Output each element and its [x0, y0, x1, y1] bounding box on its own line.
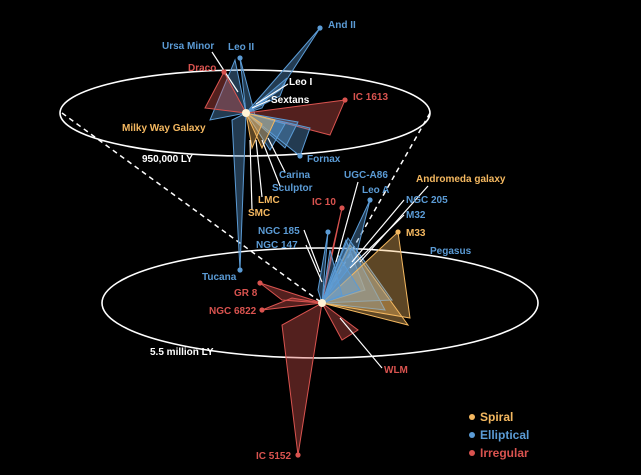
label-milky-way-galaxy: Milky Way Galaxy — [122, 123, 206, 134]
label-carina: Carina — [279, 170, 311, 181]
legend-dot-irregular — [469, 450, 475, 456]
label-ic-1613: IC 1613 — [353, 92, 388, 103]
sector-lmc — [245, 112, 276, 150]
andromeda-radius-label: 5.5 million LY — [150, 347, 214, 358]
label-ic-5152: IC 5152 — [256, 451, 291, 462]
sector-wlm — [321, 302, 359, 341]
label-lmc: LMC — [258, 195, 280, 206]
sector-ursa-minor — [209, 58, 247, 121]
label-m32: M32 — [406, 210, 426, 221]
label-leo-i: Leo I — [289, 77, 313, 88]
label-m33: M33 — [406, 228, 426, 239]
sector-sculptor — [244, 112, 286, 151]
sector-tucana — [231, 112, 247, 271]
legend-dot-elliptical — [469, 432, 475, 438]
legend-label-elliptical: Elliptical — [480, 428, 529, 442]
andromeda-center — [318, 299, 326, 307]
sector-ic-1613 — [245, 99, 346, 136]
label-smc: SMC — [248, 208, 270, 219]
sector-ic-10 — [321, 207, 343, 304]
leader-ngc-147 — [305, 244, 323, 283]
label-wlm: WLM — [384, 365, 408, 376]
dot-and-ii — [317, 25, 323, 31]
leader-carina — [267, 137, 286, 173]
label-andromeda-galaxy: Andromeda galaxy — [416, 174, 506, 185]
dot-fornax — [297, 153, 303, 159]
sector-and-ii — [245, 27, 321, 114]
label-ngc-205: NGC 205 — [406, 195, 448, 206]
label-pegasus: Pegasus — [430, 246, 472, 257]
dot-m33 — [395, 229, 401, 235]
sector-ugc-a86 — [321, 238, 366, 304]
legend-dot-spiral — [469, 414, 475, 420]
milky-way-radius-label: 950,000 LY — [142, 154, 193, 165]
label-ngc-6822: NGC 6822 — [209, 306, 257, 317]
sector-smc — [245, 111, 263, 150]
sector-pegasus — [321, 253, 361, 304]
dot-layer — [221, 25, 401, 458]
leader-sextans — [251, 99, 271, 109]
sector-ngc-185 — [317, 231, 329, 304]
label-and-ii: And II — [328, 20, 356, 31]
dot-ic-10 — [339, 205, 345, 211]
label-ngc-185: NGC 185 — [258, 226, 300, 237]
label-ugc-a86: UGC-A86 — [344, 170, 388, 181]
leader-sculptor — [261, 139, 281, 187]
leader-m32 — [349, 214, 405, 269]
legend-label-irregular: Irregular — [480, 446, 529, 460]
label-leo-a: Leo A — [362, 185, 389, 196]
sector-m33 — [320, 230, 411, 319]
label-tucana: Tucana — [202, 272, 237, 283]
sector-ngc-6822 — [261, 297, 323, 311]
dot-tucana — [237, 267, 243, 273]
label-ursa-minor: Ursa Minor — [162, 41, 214, 52]
andromeda-labels: UGC-A86 Andromeda galaxy Leo A IC 10 NGC… — [209, 170, 506, 462]
label-draco: Draco — [188, 63, 216, 74]
legend-label-spiral: Spiral — [480, 410, 513, 424]
leader-smc — [249, 139, 253, 211]
label-fornax: Fornax — [307, 154, 341, 165]
leader-layer — [211, 51, 429, 369]
label-gr-8: GR 8 — [234, 288, 258, 299]
dot-ngc-6822 — [259, 307, 265, 313]
label-sculptor: Sculptor — [272, 183, 313, 194]
sector-ngc-147 — [321, 249, 343, 304]
connector-line-right — [321, 112, 431, 304]
legend: Spiral Elliptical Irregular — [469, 410, 529, 460]
leader-ugc-a86 — [335, 181, 359, 263]
dot-ic-5152 — [295, 452, 301, 458]
andromeda-ring — [101, 247, 539, 359]
leader-ngc-205 — [351, 199, 405, 263]
milky-way-center — [242, 109, 250, 117]
sector-layer — [204, 27, 411, 456]
leader-wlm — [339, 317, 383, 369]
sector-draco — [204, 70, 247, 114]
milky-way-ring — [59, 69, 431, 157]
sector-ic-5152 — [281, 302, 323, 456]
dot-draco — [221, 69, 227, 75]
label-ic-10: IC 10 — [312, 197, 336, 208]
dot-ngc-185 — [325, 229, 331, 235]
dot-ic-1613 — [342, 97, 348, 103]
label-ngc-147: NGC 147 — [256, 240, 298, 251]
dot-leo-ii — [237, 55, 243, 61]
leader-lmc — [255, 139, 263, 198]
milky-way-labels: And II Ursa Minor Leo II Draco Leo I Sex… — [122, 20, 388, 283]
leader-ngc-185 — [303, 229, 321, 273]
label-sextans: Sextans — [271, 95, 310, 106]
sector-gr-8 — [259, 282, 323, 304]
dot-gr-8 — [257, 280, 263, 286]
label-leo-ii: Leo II — [228, 42, 254, 53]
dot-leo-a — [367, 197, 373, 203]
leader-leo-i — [255, 83, 289, 105]
